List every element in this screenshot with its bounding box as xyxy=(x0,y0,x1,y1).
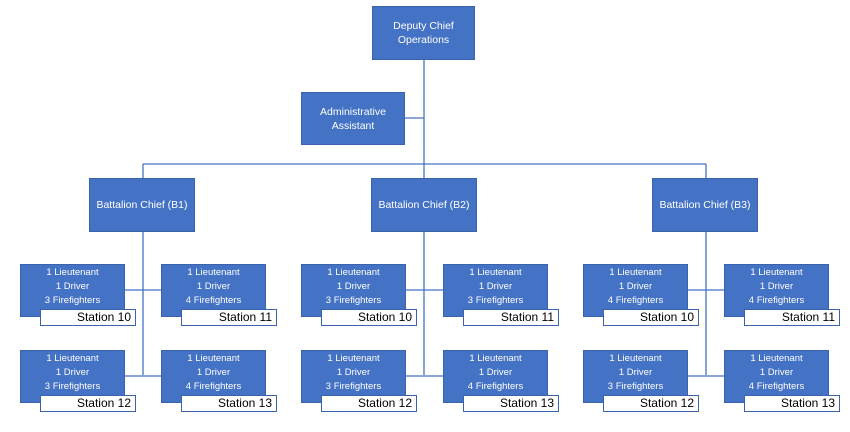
station-label: Station 10 xyxy=(603,309,699,326)
station-label: Station 13 xyxy=(463,395,559,412)
station-label: Station 11 xyxy=(744,309,840,326)
crew-line: 3 Firefighters xyxy=(44,295,101,306)
crew-line: 1 Driver xyxy=(336,281,371,292)
crew-line: 3 Firefighters xyxy=(607,381,664,392)
battalion-chief-label: Battalion Chief (B3) xyxy=(659,199,751,211)
crew-line: 1 Lieutenant xyxy=(187,267,240,278)
crew-line: 4 Firefighters xyxy=(185,295,242,306)
crew-line: 1 Driver xyxy=(55,281,90,292)
crew-box: 1 Lieutenant 1 Driver 3 Firefighters xyxy=(583,350,688,403)
station-label: Station 13 xyxy=(181,395,277,412)
station-label: Station 12 xyxy=(603,395,699,412)
crew-line: 1 Lieutenant xyxy=(469,353,522,364)
crew-line: 3 Firefighters xyxy=(325,295,382,306)
crew-line: 1 Lieutenant xyxy=(609,353,662,364)
crew-line: 1 Driver xyxy=(55,367,90,378)
crew-box: 1 Lieutenant 1 Driver 4 Firefighters xyxy=(443,350,548,403)
crew-box: 1 Lieutenant 1 Driver 4 Firefighters xyxy=(724,264,829,317)
crew-line: 1 Lieutenant xyxy=(46,353,99,364)
crew-line: 1 Driver xyxy=(618,281,653,292)
station-label: Station 11 xyxy=(181,309,277,326)
crew-box: 1 Lieutenant 1 Driver 3 Firefighters xyxy=(20,350,125,403)
battalion-chief-box: Battalion Chief (B1) xyxy=(89,178,195,232)
admin-assistant-label: Administrative Assistant xyxy=(320,105,386,132)
station-label: Station 10 xyxy=(321,309,417,326)
crew-line: 4 Firefighters xyxy=(185,381,242,392)
crew-line: 4 Firefighters xyxy=(607,295,664,306)
crew-line: 1 Lieutenant xyxy=(46,267,99,278)
crew-line: 1 Lieutenant xyxy=(750,353,803,364)
crew-box: 1 Lieutenant 1 Driver 3 Firefighters xyxy=(301,350,406,403)
crew-line: 1 Driver xyxy=(196,281,231,292)
crew-line: 1 Driver xyxy=(478,367,513,378)
battalion-chief-label: Battalion Chief (B2) xyxy=(378,199,470,211)
station-label: Station 10 xyxy=(40,309,136,326)
crew-box: 1 Lieutenant 1 Driver 3 Firefighters xyxy=(443,264,548,317)
crew-box: 1 Lieutenant 1 Driver 4 Firefighters xyxy=(583,264,688,317)
crew-line: 1 Driver xyxy=(618,367,653,378)
battalion-chief-box: Battalion Chief (B2) xyxy=(371,178,477,232)
crew-line: 1 Lieutenant xyxy=(187,353,240,364)
crew-line: 1 Lieutenant xyxy=(327,353,380,364)
crew-line: 1 Lieutenant xyxy=(469,267,522,278)
station-label: Station 11 xyxy=(463,309,559,326)
crew-line: 1 Driver xyxy=(478,281,513,292)
crew-line: 1 Driver xyxy=(336,367,371,378)
crew-line: 3 Firefighters xyxy=(44,381,101,392)
crew-line: 3 Firefighters xyxy=(325,381,382,392)
crew-line: 4 Firefighters xyxy=(748,295,805,306)
crew-box: 1 Lieutenant 1 Driver 3 Firefighters xyxy=(20,264,125,317)
crew-box: 1 Lieutenant 1 Driver 4 Firefighters xyxy=(161,350,266,403)
station-label: Station 12 xyxy=(40,395,136,412)
station-label: Station 12 xyxy=(321,395,417,412)
crew-line: 1 Lieutenant xyxy=(750,267,803,278)
crew-line: 1 Lieutenant xyxy=(327,267,380,278)
deputy-chief-label: Deputy Chief Operations xyxy=(393,20,454,46)
crew-line: 1 Driver xyxy=(759,281,794,292)
battalion-chief-box: Battalion Chief (B3) xyxy=(652,178,758,232)
crew-line: 1 Lieutenant xyxy=(609,267,662,278)
crew-line: 1 Driver xyxy=(196,367,231,378)
crew-box: 1 Lieutenant 1 Driver 4 Firefighters xyxy=(724,350,829,403)
station-label: Station 13 xyxy=(744,395,840,412)
crew-line: 1 Driver xyxy=(759,367,794,378)
crew-line: 4 Firefighters xyxy=(748,381,805,392)
battalion-chief-label: Battalion Chief (B1) xyxy=(96,199,188,211)
crew-line: 3 Firefighters xyxy=(467,295,524,306)
admin-assistant-box: Administrative Assistant xyxy=(301,92,405,145)
deputy-chief-box: Deputy Chief Operations xyxy=(372,6,475,60)
crew-line: 4 Firefighters xyxy=(467,381,524,392)
